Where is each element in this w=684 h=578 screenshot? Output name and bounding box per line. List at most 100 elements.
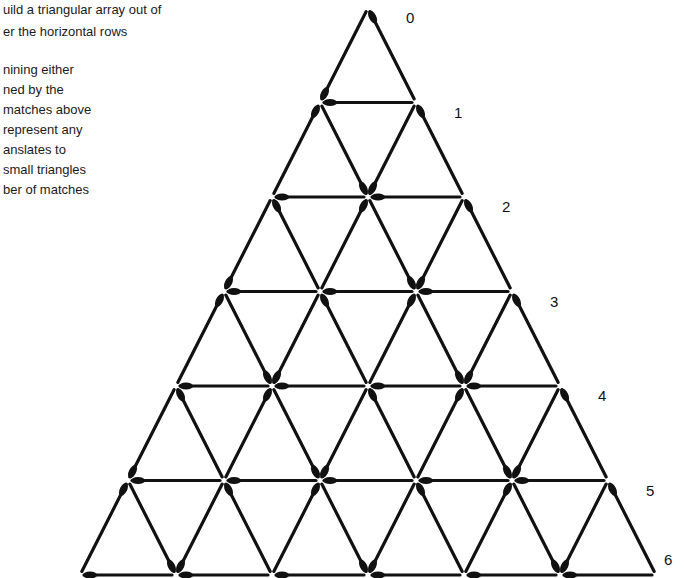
match-head [357, 198, 370, 214]
row-number: 3 [550, 294, 558, 310]
match-stick [322, 295, 366, 382]
match-stick [84, 573, 172, 576]
match-head [309, 464, 322, 480]
row-number: 6 [664, 552, 672, 568]
match-stick [324, 101, 412, 104]
match-stick [564, 573, 652, 576]
match-stick [274, 201, 318, 288]
match-stick [370, 390, 414, 477]
match-stick [274, 295, 318, 382]
match-head [275, 382, 289, 389]
match-head [131, 477, 145, 484]
match-stick [228, 479, 316, 482]
match-stick [276, 384, 364, 387]
match-stick [418, 295, 462, 382]
match-stick [418, 484, 462, 571]
match-stick [274, 390, 318, 477]
match-head [558, 387, 571, 403]
match-head [117, 482, 130, 498]
row-number: 2 [502, 199, 510, 215]
match-stick [180, 384, 268, 387]
match-head [462, 198, 475, 214]
match-stick [322, 201, 366, 288]
match-stick [132, 479, 220, 482]
match-head [515, 477, 529, 484]
match-head [227, 477, 241, 484]
match-stick [370, 106, 414, 193]
match-head [501, 464, 514, 480]
match-head [371, 571, 385, 578]
match-stick [418, 201, 462, 288]
match-head [309, 104, 322, 120]
caption-fragment: nining either [3, 62, 74, 78]
match-head [83, 571, 97, 578]
match-head [213, 293, 226, 309]
match-head [323, 288, 337, 295]
match-stick [226, 390, 270, 477]
match-head [371, 193, 385, 200]
match-stick [226, 295, 270, 382]
caption-fragment: er the horizontal rows [3, 24, 127, 40]
match-stick [130, 390, 174, 477]
row-number: 4 [598, 388, 606, 404]
match-head [371, 382, 385, 389]
match-stick [370, 201, 414, 288]
match-stick [274, 106, 318, 193]
match-stick [228, 290, 316, 293]
match-stick [468, 384, 556, 387]
caption-fragment: ned by the [3, 82, 64, 98]
match-head [405, 275, 418, 291]
match-stick [468, 573, 556, 576]
match-stick [324, 479, 412, 482]
match-head [510, 293, 523, 309]
match-stick [178, 390, 222, 477]
match-head [453, 387, 466, 403]
match-stick [276, 573, 364, 576]
row-number: 0 [406, 10, 414, 26]
match-stick [324, 290, 412, 293]
match-stick [420, 290, 508, 293]
match-stick [322, 12, 366, 99]
match-stick [372, 573, 460, 576]
match-stick [178, 484, 222, 571]
row-number: 5 [646, 483, 654, 499]
match-head [275, 193, 289, 200]
match-head [606, 482, 619, 498]
match-head [405, 293, 418, 309]
caption-fragment: represent any [3, 122, 83, 138]
caption-fragment: ber of matches [3, 182, 89, 198]
match-stick [372, 384, 460, 387]
match-stick [372, 195, 460, 198]
match-stick [370, 295, 414, 382]
match-stick [514, 390, 558, 477]
match-head [261, 387, 274, 403]
match-head [419, 477, 433, 484]
row-number: 1 [454, 105, 462, 121]
caption-fragment: anslates to [3, 142, 66, 158]
match-head [323, 477, 337, 484]
match-stick [514, 484, 558, 571]
match-head [549, 558, 562, 574]
match-stick [562, 484, 606, 571]
match-head [357, 180, 370, 196]
match-head [309, 482, 322, 498]
match-head [501, 482, 514, 498]
match-head [165, 558, 178, 574]
match-head [275, 571, 289, 578]
match-stick [178, 295, 222, 382]
match-stick [418, 390, 462, 477]
match-stick [322, 106, 366, 193]
match-head [414, 104, 427, 120]
match-stick [322, 484, 366, 571]
match-stick [274, 484, 318, 571]
caption-fragment: matches above [3, 102, 91, 118]
match-head [563, 571, 577, 578]
match-stick [466, 295, 510, 382]
match-stick [180, 573, 268, 576]
match-stick [322, 390, 366, 477]
match-stick [130, 484, 174, 571]
match-stick [82, 484, 126, 571]
match-head [261, 369, 274, 385]
match-head [467, 382, 481, 389]
